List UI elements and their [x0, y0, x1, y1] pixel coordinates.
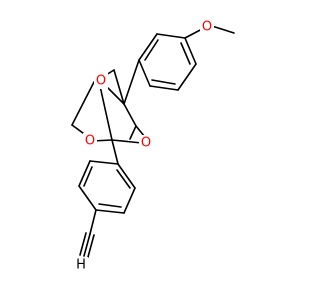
bond-ring2-c: [78, 185, 97, 211]
bond-alkyne-2: [79, 232, 87, 256]
atom-o-ring-left-label: O: [85, 134, 95, 149]
bond-ring2-f: [117, 163, 136, 189]
bond-ring1-f: [184, 37, 197, 65]
bond-ring2-inner-1: [83, 166, 93, 187]
atom-o-ring-right-label: O: [141, 136, 151, 151]
bond-ring2-inner-3: [116, 169, 131, 189]
bond-cage-right-o: [129, 125, 137, 140]
bond-ring1-a: [156, 33, 186, 39]
atom-labels: O O O O H: [74, 19, 214, 273]
bond-aryl-alkyne: [89, 209, 97, 235]
bond-ring1-d: [149, 85, 179, 91]
bond-cage-bh-o-top: [107, 87, 125, 105]
atom-h-alkyne-label: H: [76, 258, 86, 273]
bond-ring2-b: [78, 160, 91, 187]
bond-aryl-bridgehead: [123, 59, 140, 105]
bond-ring1-inner-3: [180, 42, 191, 65]
bond-ring2-a: [89, 160, 119, 165]
bond-ring1-c: [138, 59, 151, 87]
atom-o-ring-left: O: [83, 133, 97, 149]
bond-ring1-e: [177, 63, 197, 91]
bond-alkyne-3: [87, 234, 95, 258]
bond-alkyne-1: [83, 233, 91, 257]
atom-o-methoxy: O: [200, 19, 214, 35]
bond-ring1-b: [138, 33, 158, 61]
structure-drawing: O O O O H: [71, 19, 235, 273]
bond-ring2-d: [95, 209, 125, 214]
bond-methyl-o: [211, 25, 235, 34]
bond-cage-left-1: [71, 81, 95, 126]
bond-cage-top-right-1: [113, 69, 125, 105]
bond-cage-otop-down: [99, 85, 113, 141]
bond-cage-c-down: [111, 139, 119, 165]
atom-h-alkyne: H: [74, 257, 88, 273]
atom-o-methoxy-label: O: [202, 20, 212, 35]
atom-o-ring-right: O: [139, 135, 153, 151]
bond-ring2-e: [123, 187, 136, 214]
bond-ring2-inner-2: [98, 203, 122, 208]
bond-ring1-inner-2: [151, 79, 176, 85]
bond-cage-bh-right: [123, 103, 137, 127]
bond-cage-c-oright: [111, 139, 143, 144]
atom-o-ring-top: O: [94, 73, 108, 89]
atom-o-ring-top-label: O: [96, 74, 106, 89]
bond-ring1-inner-1: [144, 39, 159, 61]
